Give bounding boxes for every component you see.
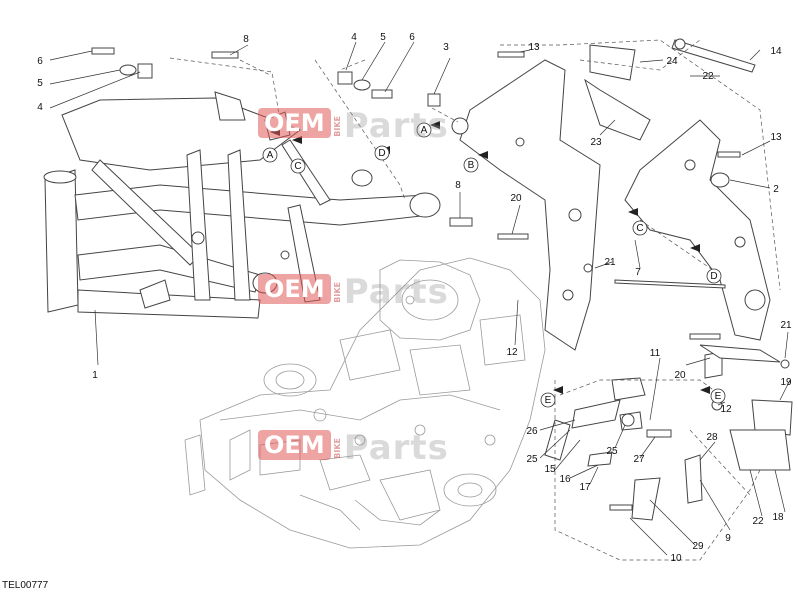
callout-1: 1 [92, 370, 98, 381]
ref-letter-B: B [468, 160, 475, 171]
callout-4: 4 [351, 32, 357, 43]
callout-22: 22 [702, 71, 714, 82]
footpeg-brackets-drawing [451, 38, 793, 521]
callout-20: 20 [510, 193, 522, 204]
ref-letter-E: E [545, 395, 552, 406]
reference-letter-labels: A A B C C D D E E [267, 125, 722, 406]
callout-12: 12 [506, 347, 518, 358]
callout-25: 25 [526, 454, 538, 465]
ref-letter-A: A [267, 150, 274, 161]
ref-letter-A: A [421, 125, 428, 136]
callout-29: 29 [692, 541, 704, 552]
callout-17: 17 [579, 482, 591, 493]
callout-14: 14 [770, 46, 782, 57]
callout-4: 4 [37, 102, 43, 113]
callout-9: 9 [725, 533, 731, 544]
hardware-drawing [91, 47, 790, 511]
callout-6: 6 [409, 32, 415, 43]
callout-2: 2 [773, 184, 779, 195]
callout-22: 22 [752, 516, 764, 527]
guide-lines [169, 39, 781, 561]
callout-8: 8 [243, 34, 249, 45]
ref-letter-D: D [710, 271, 717, 282]
callout-18: 18 [772, 512, 784, 523]
callout-19: 19 [780, 377, 792, 388]
callout-8: 8 [455, 180, 461, 191]
callout-15: 15 [544, 464, 556, 475]
callout-13: 13 [770, 132, 782, 143]
callout-5: 5 [37, 78, 43, 89]
ref-letter-C: C [294, 161, 301, 172]
callout-16: 16 [559, 474, 571, 485]
drawing-code: TEL00777 [2, 580, 49, 591]
ref-letter-C: C [636, 223, 643, 234]
ref-letter-D: D [378, 148, 385, 159]
callout-12: 12 [720, 404, 732, 415]
callout-11: 11 [650, 348, 661, 359]
callout-10: 10 [670, 553, 682, 564]
callout-5: 5 [380, 32, 386, 43]
frame-drawing [43, 91, 441, 319]
callout-7: 7 [635, 267, 641, 278]
callout-labels: 1234455667889101112121313141516171819202… [37, 32, 792, 564]
reference-letter-markers [262, 122, 726, 408]
callout-25: 25 [606, 446, 618, 457]
callout-13: 13 [528, 42, 540, 53]
engine-drawing [184, 257, 546, 549]
callout-28: 28 [706, 432, 718, 443]
callout-24: 24 [666, 56, 678, 67]
callout-6: 6 [37, 56, 43, 67]
callout-26: 26 [526, 426, 538, 437]
callout-23: 23 [590, 137, 602, 148]
callout-21: 21 [780, 320, 792, 331]
callout-21: 21 [604, 257, 616, 268]
ref-letter-E: E [715, 391, 722, 402]
callout-20: 20 [674, 370, 686, 381]
callout-27: 27 [633, 454, 645, 465]
callout-3: 3 [443, 42, 449, 53]
leader-lines [49, 41, 791, 556]
